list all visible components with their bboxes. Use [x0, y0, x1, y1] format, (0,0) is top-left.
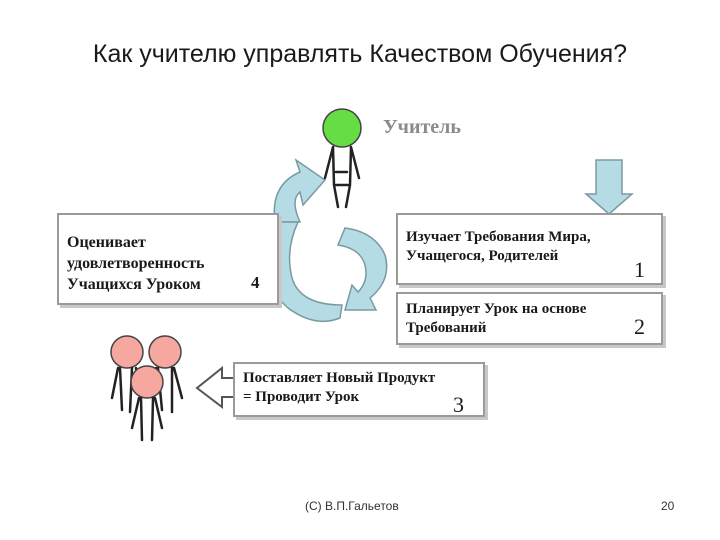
footer-credit: (С) В.П.Гальетов	[305, 499, 399, 513]
box-study-number: 1	[634, 257, 645, 282]
box-plan-text: Планирует Урок на основе Требований	[406, 301, 587, 336]
box-deliver-text: Поставляет Новый Продукт = Проводит Урок	[243, 370, 436, 405]
box-study-text: Изучает Требования Мира, Учащегося, Роди…	[406, 229, 591, 264]
students-figure	[110, 335, 184, 442]
cycle-arrow-bottom	[336, 227, 388, 311]
teacher-head	[322, 108, 362, 148]
box-plan-number: 2	[634, 314, 645, 339]
page-number: 20	[661, 499, 675, 513]
box-deliver-number: 3	[453, 392, 464, 417]
output-arrow	[195, 365, 239, 410]
box-evaluate-number: 4	[251, 273, 260, 292]
box-evaluate: Оценивает удовлетворенность Учащихся Уро…	[57, 213, 279, 305]
cycle-arrow-top	[273, 158, 327, 223]
box-evaluate-text: Оценивает удовлетворенность Учащихся Уро…	[67, 234, 205, 293]
slide-title: Как учителю управлять Качеством Обучения…	[92, 40, 628, 68]
teacher-label: Учитель	[383, 116, 461, 138]
box-deliver: Поставляет Новый Продукт = Проводит Урок…	[233, 362, 485, 417]
box-study: Изучает Требования Мира, Учащегося, Роди…	[396, 213, 663, 285]
teacher-figure	[322, 108, 362, 209]
input-arrow	[583, 159, 635, 215]
box-plan: Планирует Урок на основе Требований 2	[396, 292, 663, 345]
